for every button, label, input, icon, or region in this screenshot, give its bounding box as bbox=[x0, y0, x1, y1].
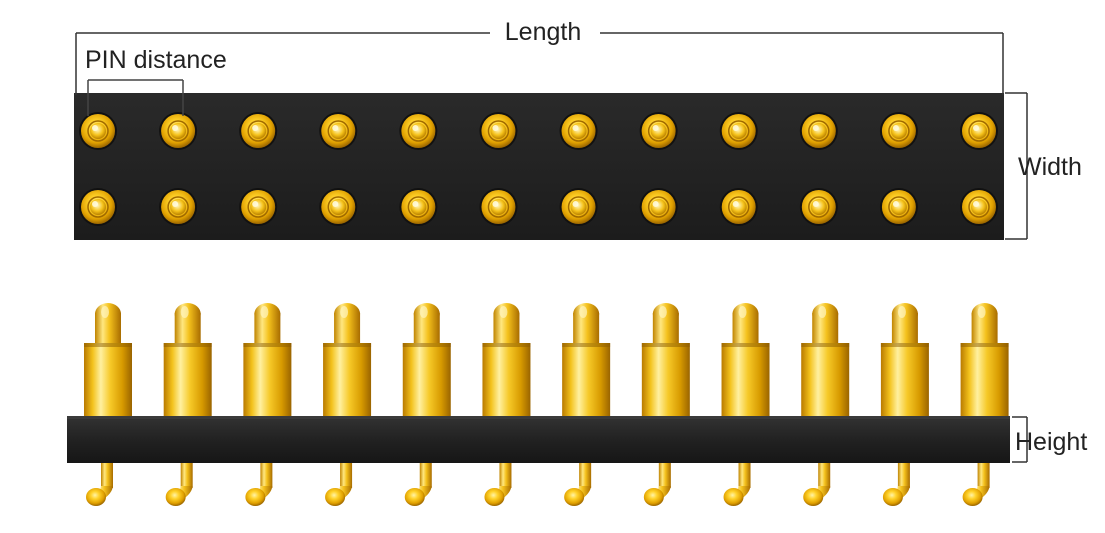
pin-pad bbox=[239, 188, 278, 226]
pin-side bbox=[243, 303, 292, 418]
side-view-housing bbox=[67, 416, 1010, 463]
height-label: Height bbox=[1015, 428, 1087, 456]
length-label: Length bbox=[505, 18, 581, 46]
pin-distance-label: PIN distance bbox=[85, 46, 227, 74]
pin-side bbox=[801, 303, 850, 418]
length-dimension bbox=[75, 32, 1004, 95]
pin-tail bbox=[165, 462, 193, 506]
pin-distance-dimension bbox=[87, 79, 184, 116]
pin-side bbox=[721, 303, 770, 418]
pin-pad bbox=[799, 112, 838, 150]
pin-pad bbox=[879, 188, 918, 226]
pin-pad bbox=[79, 112, 117, 150]
pin-pad bbox=[719, 112, 758, 150]
pin-pad bbox=[159, 112, 198, 150]
pin-tail bbox=[86, 462, 113, 506]
side-view-housing-highlight bbox=[67, 416, 1010, 419]
pin-pad bbox=[399, 188, 438, 226]
top-view-housing bbox=[74, 93, 1004, 240]
side-view-pin-tails bbox=[86, 462, 990, 506]
pin-tail bbox=[325, 462, 353, 506]
pin-side bbox=[482, 303, 531, 418]
pin-tail bbox=[962, 462, 990, 506]
pin-pad bbox=[479, 112, 518, 150]
pin-pad bbox=[559, 112, 598, 150]
pin-pad bbox=[879, 112, 918, 150]
pin-pad bbox=[159, 188, 198, 226]
pin-pad bbox=[960, 188, 998, 226]
pin-tail bbox=[803, 462, 831, 506]
pin-pad bbox=[639, 188, 678, 226]
pin-side bbox=[323, 303, 372, 418]
pin-pad bbox=[960, 112, 998, 150]
pin-tail bbox=[723, 462, 751, 506]
height-dimension bbox=[1012, 416, 1028, 463]
pin-pad bbox=[559, 188, 598, 226]
width-dimension bbox=[1005, 92, 1028, 240]
pin-pad bbox=[239, 112, 278, 150]
side-view-pins-upper bbox=[84, 303, 1009, 418]
pin-pad bbox=[719, 188, 758, 226]
pin-pad bbox=[639, 112, 678, 150]
top-view-pin-pads bbox=[79, 112, 998, 226]
pin-tail bbox=[404, 462, 432, 506]
pin-tail bbox=[643, 462, 671, 506]
pin-tail bbox=[882, 462, 910, 506]
width-label: Width bbox=[1018, 153, 1082, 181]
pin-side bbox=[960, 303, 1009, 418]
pin-tail bbox=[245, 462, 273, 506]
pin-side bbox=[641, 303, 690, 418]
pin-side bbox=[880, 303, 929, 418]
pin-pad bbox=[799, 188, 838, 226]
pin-tail bbox=[564, 462, 592, 506]
pin-pad bbox=[399, 112, 438, 150]
pin-side bbox=[163, 303, 212, 418]
pin-side bbox=[562, 303, 611, 418]
pin-pad bbox=[479, 188, 518, 226]
pin-pad bbox=[79, 188, 117, 226]
pin-side bbox=[84, 303, 132, 418]
pin-pad bbox=[319, 112, 358, 150]
pin-tail bbox=[484, 462, 512, 506]
pin-pad bbox=[319, 188, 358, 226]
pin-side bbox=[402, 303, 451, 418]
